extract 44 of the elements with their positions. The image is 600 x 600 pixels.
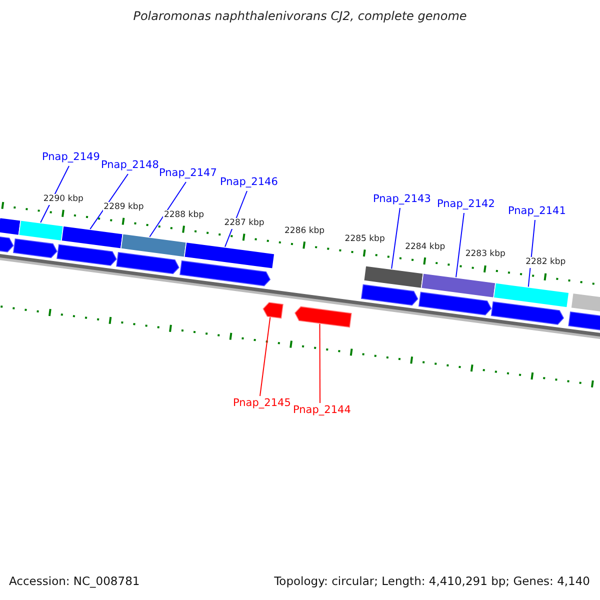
scale-label: 2283 kbp bbox=[464, 249, 506, 260]
genome-title: Polaromonas naphthalenivorans CJ2, complete genome bbox=[132, 9, 468, 23]
gene-feature bbox=[18, 220, 64, 242]
scale-label: 2289 kbp bbox=[102, 202, 145, 213]
leader-line bbox=[391, 208, 400, 270]
gene-label: Pnap_2149 bbox=[42, 151, 100, 164]
gene-label: Pnap_2144 bbox=[293, 404, 351, 417]
gene-feature bbox=[420, 272, 496, 298]
leader-line bbox=[456, 212, 464, 278]
scale-label: 2288 kbp bbox=[162, 210, 206, 221]
gene-feature bbox=[262, 302, 284, 319]
gene-label: Pnap_2141 bbox=[508, 205, 566, 218]
leader-line bbox=[319, 323, 320, 404]
gene-feature bbox=[120, 233, 187, 258]
genome-summary-text: Topology: circular; Length: 4,410,291 bp; Genes: 4,140 bbox=[274, 574, 590, 588]
gene-feature bbox=[568, 311, 600, 332]
leader-line bbox=[90, 174, 128, 230]
accession-text: Accession: NC_008781 bbox=[9, 574, 140, 588]
gene-feature bbox=[493, 282, 570, 308]
gene-label: Pnap_2148 bbox=[101, 159, 159, 172]
gene-label: Pnap_2143 bbox=[373, 193, 431, 206]
gene-feature bbox=[490, 301, 564, 325]
gene-feature bbox=[0, 217, 22, 236]
gene-feature bbox=[418, 292, 492, 316]
gene-label: Pnap_2142 bbox=[437, 198, 495, 211]
scale-label: 2286 kbp bbox=[284, 226, 326, 237]
gene-feature bbox=[180, 260, 271, 286]
leader-line bbox=[149, 182, 186, 238]
scale-label: 2290 kbp bbox=[42, 194, 84, 205]
gene-feature bbox=[360, 284, 418, 306]
gene-feature bbox=[294, 306, 352, 328]
gene-feature bbox=[116, 252, 180, 274]
scale-label: 2285 kbp bbox=[344, 234, 386, 245]
gene-feature bbox=[60, 226, 124, 250]
scale-label: 2282 kbp bbox=[524, 257, 567, 268]
scale-label: 2287 kbp bbox=[223, 218, 266, 229]
gene-label: Pnap_2145 bbox=[233, 397, 291, 410]
gene-label: Pnap_2147 bbox=[159, 167, 217, 180]
gene-feature bbox=[184, 242, 275, 270]
gene-label: Pnap_2146 bbox=[220, 176, 278, 189]
gene-feature bbox=[56, 244, 117, 266]
scale-label: 2284 kbp bbox=[404, 242, 446, 252]
leader-line bbox=[260, 316, 271, 396]
gene-feature bbox=[363, 265, 424, 289]
